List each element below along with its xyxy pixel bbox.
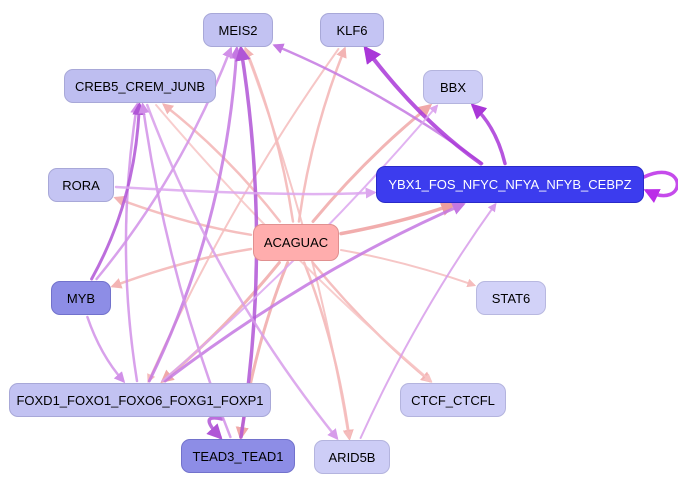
node-stat6[interactable]: STAT6 [476,281,546,315]
node-bbx[interactable]: BBX [423,70,483,104]
edge-acaguac-to-klf6[interactable] [297,46,347,223]
node-ybx1[interactable]: YBX1_FOS_NFYC_NFYA_NFYB_CEBPZ [376,165,644,203]
edge-acaguac-to-ybx1[interactable] [339,201,457,236]
edge-foxd1-to-ybx1[interactable] [163,202,466,383]
edge-myb-to-foxd1[interactable] [86,315,126,384]
edge-myb-to-creb5[interactable] [90,101,146,281]
node-ctcf[interactable]: CTCF_CTCFL [400,383,506,417]
edge-ybx1-to-ybx1[interactable] [642,170,678,203]
edge-foxd1-to-tead3[interactable] [206,416,224,440]
node-myb[interactable]: MYB [51,281,111,315]
node-klf6[interactable]: KLF6 [320,13,384,47]
edge-acaguac-to-ctcf[interactable] [311,261,433,383]
edge-rora-to-ybx1[interactable] [114,185,377,199]
node-arid5b[interactable]: ARID5B [314,440,390,474]
edge-foxd1-to-meis2[interactable] [147,45,243,383]
edge-acaguac-to-arid5b[interactable] [302,261,354,441]
edge-acaguac-to-rora[interactable] [113,195,253,237]
node-acaguac[interactable]: ACAGUAC [253,223,339,261]
edge-myb-to-meis2[interactable] [95,46,233,281]
edge-acaguac-to-myb[interactable] [110,247,253,289]
edge-creb5-to-arid5b[interactable] [145,103,339,441]
edge-acaguac-to-stat6[interactable] [340,249,477,288]
node-meis2[interactable]: MEIS2 [203,13,273,47]
edge-acaguac-to-bbx[interactable] [311,103,433,223]
edge-acaguac-to-foxd1[interactable] [160,261,281,384]
node-tead3[interactable]: TEAD3_TEAD1 [181,439,295,473]
node-rora[interactable]: RORA [48,168,114,202]
edge-ybx1-to-bbx[interactable] [470,103,507,166]
edge-arid5b-to-ybx1[interactable] [359,202,497,439]
node-creb5[interactable]: CREB5_CREM_JUNB [64,69,216,103]
edge-ybx1-to-klf6[interactable] [363,45,483,166]
node-foxd1[interactable]: FOXD1_FOXO1_FOXO6_FOXG1_FOXP1 [9,383,271,417]
